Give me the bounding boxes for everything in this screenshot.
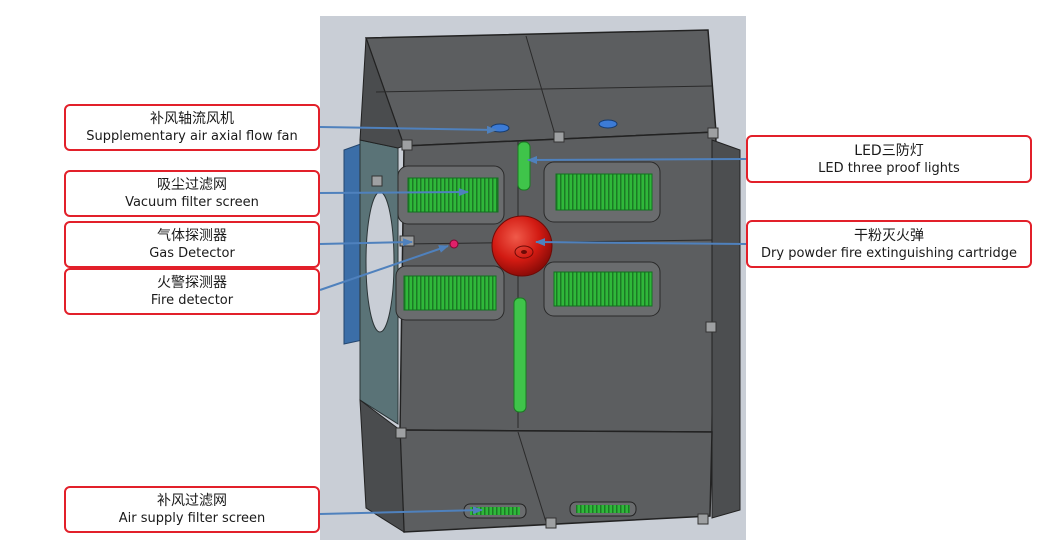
fire-detector-icon: [449, 239, 459, 249]
callout-gas-detector: 气体探测器 Gas Detector: [64, 221, 320, 268]
callout-vacuum-filter: 吸尘过滤网 Vacuum filter screen: [64, 170, 320, 217]
callout-supplementary-fan: 补风轴流风机 Supplementary air axial flow fan: [64, 104, 320, 151]
leader-arrows: [319, 125, 747, 515]
callout-zh: 补风过滤网: [157, 493, 227, 509]
corner-bolts: [371, 127, 719, 529]
callout-en: Vacuum filter screen: [125, 195, 259, 210]
arrow-gas-detector: [319, 238, 413, 247]
callout-led-lights: LED三防灯 LED three proof lights: [746, 135, 1032, 183]
callout-en: Supplementary air axial flow fan: [86, 129, 298, 144]
callout-zh: 干粉灭火弹: [854, 227, 924, 244]
callout-zh: 气体探测器: [157, 228, 227, 244]
right-wall: [711, 139, 741, 519]
arrow-fire-detector: [319, 245, 449, 291]
callout-zh: 吸尘过滤网: [157, 177, 227, 193]
gas-detector-icon: [399, 235, 415, 247]
arrow-led-lights: [527, 155, 747, 164]
callout-zh: LED三防灯: [854, 142, 924, 159]
cabinet-top: [359, 29, 717, 149]
arrow-vacuum-filter: [319, 188, 469, 197]
arrow-supplementary-fan: [319, 125, 497, 134]
callout-air-supply-filter: 补风过滤网 Air supply filter screen: [64, 486, 320, 533]
left-wall: [359, 139, 399, 425]
callout-en: Fire detector: [150, 293, 234, 308]
fan-right-icon: [598, 119, 618, 129]
callout-fire-detector: 火警探测器 Fire detector: [64, 268, 320, 315]
callout-dry-powder: 干粉灭火弹 Dry powder fire extinguishing cart…: [746, 220, 1032, 268]
callout-en: LED three proof lights: [818, 160, 960, 176]
led-light-bars: [513, 141, 531, 413]
arrow-dry-powder: [535, 238, 747, 247]
callout-en: Dry powder fire extinguishing cartridge: [761, 245, 1017, 261]
callout-en: Air supply filter screen: [118, 511, 266, 526]
callout-zh: 补风轴流风机: [150, 111, 234, 127]
callout-en: Gas Detector: [149, 246, 235, 261]
dry-powder-cartridge: [491, 215, 553, 277]
callout-zh: 火警探测器: [157, 275, 227, 291]
arrow-air-supply-filter: [319, 506, 483, 515]
vacuum-filter-screens: [395, 161, 661, 321]
